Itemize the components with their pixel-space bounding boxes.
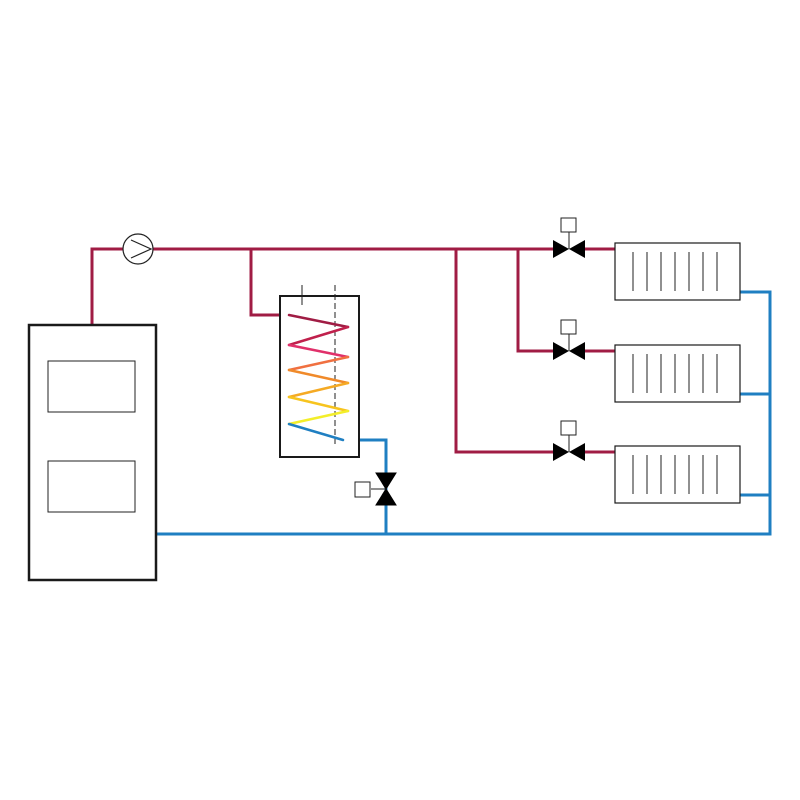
pump-icon (122, 233, 154, 265)
return-main-pipe (156, 290, 772, 536)
actuator-box (560, 319, 577, 335)
branch-radiator3-pipe (454, 249, 553, 454)
coil-segment (287, 313, 350, 329)
motorized-valve-icon (553, 240, 569, 258)
radiator-body (614, 445, 741, 504)
tank-supply-pipe (249, 249, 289, 317)
coil-segment (287, 381, 350, 399)
radiator-3 (614, 445, 741, 504)
radiator-valve-3 (553, 420, 585, 461)
boiler-window-bottom (47, 460, 136, 513)
radiators (614, 242, 741, 504)
valve-body-right (569, 342, 585, 360)
actuator-box (560, 420, 577, 436)
radiator-1 (614, 242, 741, 301)
radiator-body (614, 344, 741, 403)
coil-segment (287, 422, 345, 442)
radiator-valve-1 (553, 217, 585, 258)
motorized-valve-icon (553, 443, 569, 461)
valve-body-right (569, 443, 585, 461)
motorized-valve-icon (553, 342, 569, 360)
boiler-window-top (47, 360, 136, 413)
coil-segment (287, 355, 350, 372)
valve-body-right (569, 240, 585, 258)
coil-segment (287, 409, 350, 426)
coil-segment (287, 325, 350, 347)
boiler-to-pump-pipe (90, 247, 123, 325)
radiator-body (614, 242, 741, 301)
supply-pipes (90, 247, 615, 454)
boiler (27, 323, 158, 582)
motorized-valve-icon (375, 472, 397, 490)
radiator-valve-2 (553, 319, 585, 360)
hot-water-tank (279, 285, 360, 458)
zone-valve (354, 472, 397, 506)
pump-direction-icon (130, 239, 153, 259)
radiator-valves (553, 217, 585, 461)
coil-segment (287, 343, 350, 359)
circulation-pump (122, 233, 154, 265)
actuator-box (354, 481, 371, 498)
branch-radiator2-pipe (516, 249, 553, 353)
heating-coil-icon (287, 313, 350, 442)
coil-segment (287, 395, 350, 413)
coil-segment (287, 368, 350, 385)
valve-body-lower (375, 488, 397, 506)
actuator-box (560, 217, 577, 233)
radiator-2 (614, 344, 741, 403)
